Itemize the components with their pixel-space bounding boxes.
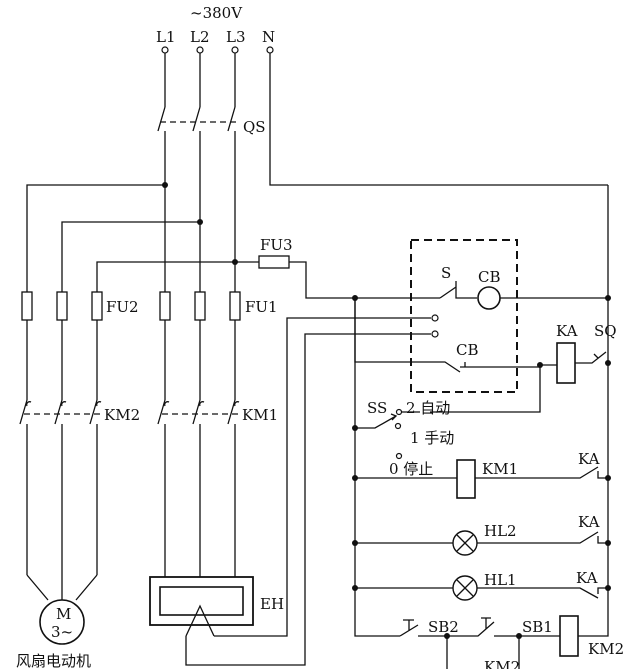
ss-manual-label: 1 手动 bbox=[410, 429, 454, 447]
supply-terminals bbox=[161, 46, 274, 54]
ka-row2-label: KA bbox=[578, 513, 600, 531]
sensor-wiring bbox=[185, 317, 431, 666]
km2-coil-label: KM2 bbox=[588, 640, 624, 658]
km1-label: KM1 bbox=[242, 406, 278, 424]
phase-label-l2: L2 bbox=[190, 28, 210, 46]
heater-phase-wires bbox=[164, 185, 236, 292]
hl2-lamp-row bbox=[355, 530, 608, 556]
qs-label: QS bbox=[243, 118, 266, 136]
cb-contact bbox=[354, 298, 540, 373]
fan-motor bbox=[26, 574, 98, 645]
sb1-label: SB1 bbox=[522, 618, 553, 636]
ss-label: SS bbox=[367, 399, 387, 417]
sensor-unit-box bbox=[410, 239, 518, 393]
hl2-label: HL2 bbox=[484, 522, 517, 540]
left-control-bus bbox=[354, 298, 400, 637]
hl1-lamp-row bbox=[355, 575, 608, 601]
ka-row1-label: KA bbox=[578, 450, 600, 468]
main-switch-qs bbox=[157, 53, 237, 262]
sq-label: SQ bbox=[594, 322, 617, 340]
switch-s bbox=[439, 281, 477, 299]
cb-label: CB bbox=[478, 268, 501, 286]
fu1-label: FU1 bbox=[245, 298, 278, 316]
km2-coil-row bbox=[399, 606, 609, 669]
motor-caption: 风扇电动机 bbox=[16, 652, 91, 669]
hl1-label: HL1 bbox=[484, 571, 517, 589]
s-label: S bbox=[441, 264, 451, 282]
sb2-label: SB2 bbox=[428, 618, 459, 636]
supply-voltage-label: ~380V bbox=[190, 4, 243, 22]
ka-row3-label: KA bbox=[576, 569, 598, 587]
control-feed bbox=[235, 255, 440, 299]
km1-coil-label: KM1 bbox=[482, 460, 518, 478]
ss-stop-label: 0 停止 bbox=[389, 460, 433, 478]
fan-branch-wiring bbox=[26, 184, 235, 292]
selector-ss bbox=[355, 365, 541, 460]
fu3-label: FU3 bbox=[260, 236, 293, 254]
km1-coil-row bbox=[355, 459, 608, 499]
phase-label-l3: L3 bbox=[226, 28, 246, 46]
km1-main-contacts bbox=[157, 320, 240, 577]
cb-indicator bbox=[477, 286, 501, 310]
phase-label-n: N bbox=[262, 28, 275, 46]
eh-label: EH bbox=[260, 595, 284, 613]
motor-symbol-label: M bbox=[56, 605, 71, 623]
ka-label: KA bbox=[556, 322, 578, 340]
ka-coil bbox=[540, 342, 608, 384]
fuses-fu2 bbox=[21, 291, 103, 321]
km2-bottom-label: KM2 bbox=[484, 658, 520, 669]
motor-phase-label: 3~ bbox=[51, 623, 73, 641]
fu2-label: FU2 bbox=[106, 298, 139, 316]
ss-auto-label: 2 自动 bbox=[406, 399, 450, 417]
km2-label: KM2 bbox=[104, 406, 140, 424]
fuses-fu1 bbox=[159, 291, 241, 321]
cb-contact-label: CB bbox=[456, 341, 479, 359]
heater-eh bbox=[149, 576, 254, 626]
km2-main-contacts bbox=[19, 320, 102, 590]
phase-label-l1: L1 bbox=[156, 28, 176, 46]
neutral-line bbox=[269, 53, 608, 186]
sensor-terminals bbox=[431, 314, 439, 338]
